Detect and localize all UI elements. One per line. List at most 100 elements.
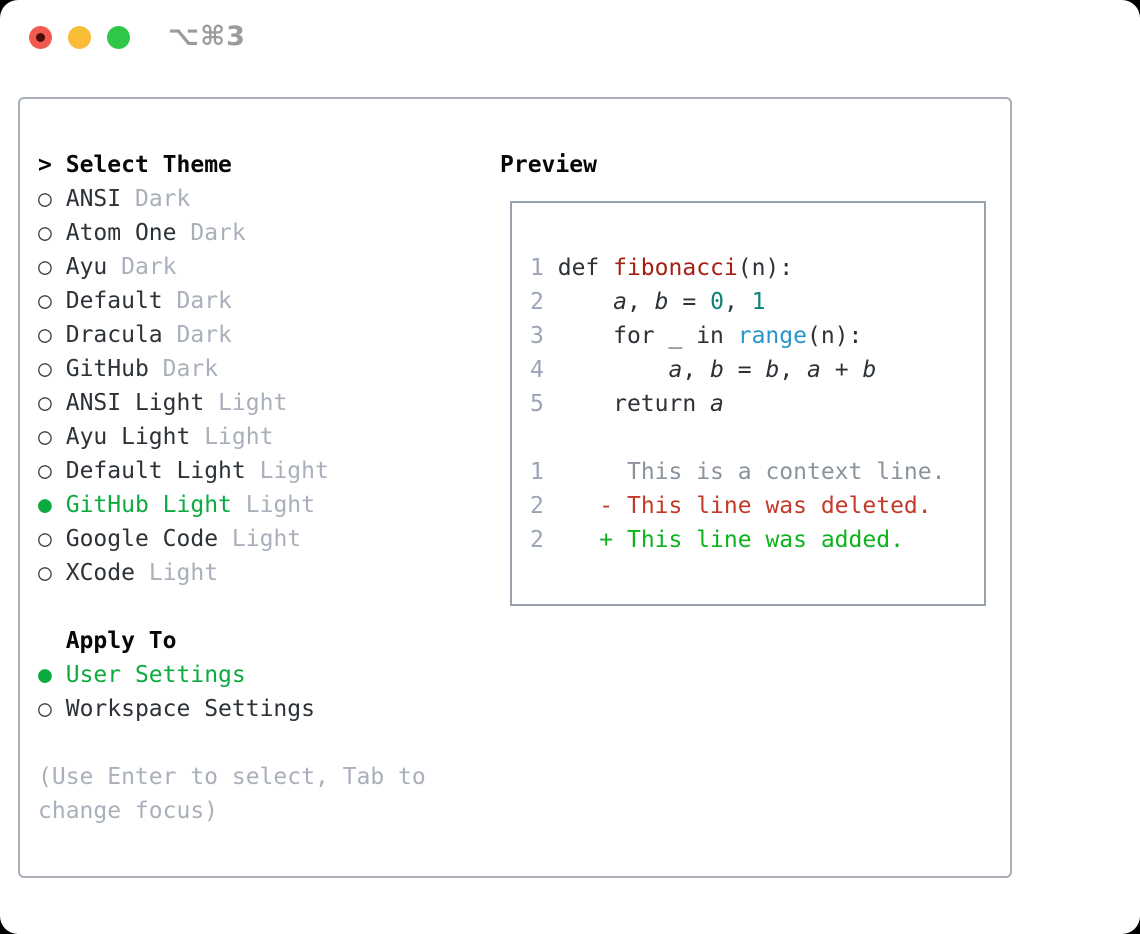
line-number: 2	[530, 289, 544, 315]
spacer	[530, 421, 945, 455]
diff-line: 1 This is a context line.	[530, 455, 945, 489]
theme-variant-label: Dark	[176, 322, 232, 348]
code-token	[558, 357, 669, 383]
theme-item[interactable]: ○ GitHub Dark	[38, 352, 426, 386]
gap	[544, 459, 599, 485]
gap	[246, 458, 260, 484]
theme-name-label: XCode	[65, 560, 135, 586]
code-token: (n):	[806, 323, 863, 349]
radio-icon: ○	[38, 526, 52, 552]
theme-name-label: GitHub	[65, 356, 149, 382]
gap	[232, 492, 246, 518]
gap	[52, 492, 66, 518]
code-token: ,	[723, 289, 752, 315]
code-token: for _ in	[557, 323, 738, 349]
zoom-button[interactable]	[107, 26, 130, 49]
gap	[613, 527, 627, 553]
gap	[135, 560, 149, 586]
spacer	[38, 590, 426, 624]
apply-to-option[interactable]: ○ Workspace Settings	[38, 692, 426, 726]
gap	[163, 322, 177, 348]
diff-text: This is a context line.	[626, 459, 946, 485]
radio-icon: ●	[38, 492, 52, 518]
preview-heading: Preview	[500, 148, 597, 182]
radio-icon: ○	[38, 560, 52, 586]
radio-icon: ●	[38, 662, 52, 688]
theme-item[interactable]: ○ Ayu Dark	[38, 250, 426, 284]
code-token: a	[807, 357, 821, 383]
theme-variant-label: Light	[204, 424, 274, 450]
theme-item[interactable]: ○ ANSI Light Light	[38, 386, 426, 420]
apply-to-option[interactable]: ● User Settings	[38, 658, 426, 692]
code-line: 5 return a	[530, 387, 945, 421]
radio-icon: ○	[38, 254, 52, 280]
code-token: +	[820, 357, 863, 383]
code-token: ,	[682, 357, 711, 383]
gap	[52, 458, 66, 484]
theme-item[interactable]: ○ Atom One Dark	[38, 216, 426, 250]
select-theme-heading-label: Select Theme	[65, 152, 232, 178]
select-theme-heading: > Select Theme	[38, 148, 426, 182]
prompt-arrow-icon: >	[38, 152, 52, 178]
gap	[52, 526, 66, 552]
code-token: =	[668, 289, 711, 315]
code-line: 4 a, b = b, a + b	[530, 353, 945, 387]
theme-name-label: Ayu	[65, 254, 108, 280]
theme-variant-label: Light	[218, 390, 288, 416]
theme-name-label: Dracula	[65, 322, 163, 348]
gap	[218, 526, 232, 552]
gap	[52, 356, 66, 382]
diff-line: 2 - This line was deleted.	[530, 489, 945, 523]
theme-name-label: Google Code	[65, 526, 219, 552]
diff-marker: -	[599, 493, 614, 519]
gap	[52, 662, 66, 688]
theme-item[interactable]: ○ XCode Light	[38, 556, 426, 590]
theme-name-label: ANSI	[65, 186, 122, 212]
theme-name-label: Ayu Light	[65, 424, 191, 450]
radio-icon: ○	[38, 424, 52, 450]
radio-icon: ○	[38, 288, 52, 314]
theme-variant-label: Dark	[176, 288, 232, 314]
theme-item[interactable]: ○ Dracula Dark	[38, 318, 426, 352]
radio-icon: ○	[38, 390, 52, 416]
code-token: a	[668, 357, 683, 383]
radio-icon: ○	[38, 186, 52, 212]
diff-sample-block: 1 This is a context line.2 - This line w…	[530, 455, 945, 557]
gap	[544, 527, 599, 553]
code-token: b	[710, 357, 724, 383]
theme-variant-label: Light	[148, 560, 219, 586]
code-line: 3 for _ in range(n):	[530, 319, 945, 353]
theme-list: ○ ANSI Dark○ Atom One Dark○ Ayu Dark○ De…	[38, 182, 426, 590]
theme-item[interactable]: ○ Ayu Light Light	[38, 420, 426, 454]
theme-variant-label: Dark	[134, 186, 191, 212]
minimize-button[interactable]	[68, 26, 91, 49]
gap	[177, 220, 191, 246]
gap	[613, 493, 627, 519]
line-number: 4	[530, 357, 544, 383]
theme-item[interactable]: ● GitHub Light Light	[38, 488, 426, 522]
theme-dialog-panel: > Select Theme ○ ANSI Dark○ Atom One Dar…	[18, 97, 1012, 878]
close-button[interactable]	[29, 26, 52, 49]
theme-variant-label: Dark	[162, 356, 219, 382]
theme-item[interactable]: ○ Google Code Light	[38, 522, 426, 556]
keyboard-hint-line2: change focus)	[38, 798, 219, 824]
code-token: def	[557, 255, 614, 281]
code-token: fibonacci	[613, 255, 738, 281]
line-number: 2	[530, 493, 544, 519]
gap	[149, 356, 163, 382]
theme-name-label: Atom One	[65, 220, 177, 246]
theme-item[interactable]: ○ Default Light Light	[38, 454, 426, 488]
theme-item[interactable]: ○ ANSI Dark	[38, 182, 426, 216]
line-number: 2	[530, 527, 544, 553]
radio-icon: ○	[38, 220, 52, 246]
code-token: =	[723, 357, 766, 383]
code-token: a	[710, 391, 724, 417]
preview-heading-label: Preview	[500, 152, 597, 178]
gap	[544, 323, 558, 349]
theme-name-label: ANSI Light	[65, 390, 205, 416]
apply-to-heading: Apply To	[38, 624, 426, 658]
gap	[52, 560, 66, 586]
gap	[204, 390, 218, 416]
theme-item[interactable]: ○ Default Dark	[38, 284, 426, 318]
